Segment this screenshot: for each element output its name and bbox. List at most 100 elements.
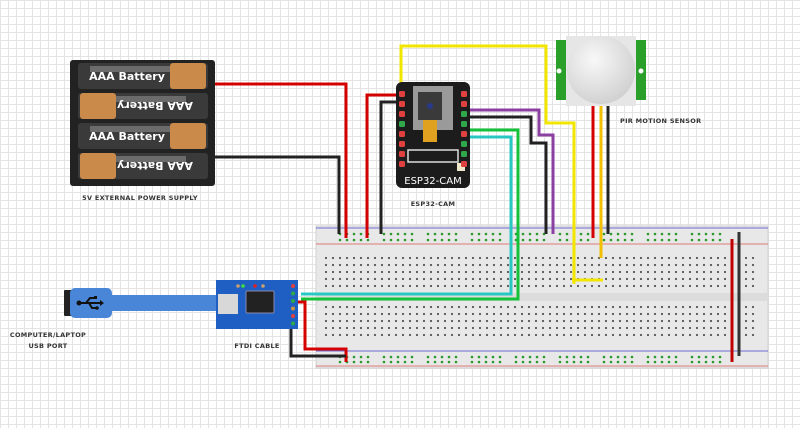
terminal-hole xyxy=(457,256,461,260)
ftdi-header-pin xyxy=(291,299,295,303)
terminal-hole xyxy=(744,319,748,323)
rail-hole xyxy=(382,355,386,359)
terminal-hole xyxy=(709,305,713,309)
terminal-hole xyxy=(324,333,328,337)
terminal-hole xyxy=(331,312,335,316)
terminal-hole xyxy=(373,305,377,309)
rail-hole xyxy=(389,238,393,242)
rail-hole xyxy=(704,355,708,359)
terminal-hole xyxy=(555,263,559,267)
rail-hole xyxy=(579,355,583,359)
rail-hole xyxy=(630,232,634,236)
rail-hole xyxy=(521,355,525,359)
terminal-hole xyxy=(709,277,713,281)
rail-hole xyxy=(470,355,474,359)
rail-hole xyxy=(718,238,722,242)
breadboard-holes xyxy=(324,232,755,364)
terminal-hole xyxy=(562,256,566,260)
camera-lens-icon xyxy=(427,103,433,109)
terminal-hole xyxy=(450,256,454,260)
terminal-hole xyxy=(450,333,454,337)
terminal-hole xyxy=(429,277,433,281)
terminal-hole xyxy=(618,319,622,323)
terminal-hole xyxy=(352,277,356,281)
rail-hole xyxy=(454,355,458,359)
terminal-hole xyxy=(555,333,559,337)
esp32-pin-right xyxy=(461,91,467,97)
terminal-hole xyxy=(674,256,678,260)
terminal-hole xyxy=(457,263,461,267)
terminal-hole xyxy=(695,333,699,337)
terminal-hole xyxy=(674,312,678,316)
terminal-hole xyxy=(506,305,510,309)
terminal-hole xyxy=(415,270,419,274)
terminal-hole xyxy=(625,326,629,330)
terminal-hole xyxy=(660,263,664,267)
rail-hole xyxy=(447,355,451,359)
rail-hole xyxy=(389,355,393,359)
usb-label-line2: USB PORT xyxy=(28,342,67,350)
terminal-hole xyxy=(520,270,524,274)
terminal-hole xyxy=(681,263,685,267)
terminal-hole xyxy=(583,256,587,260)
terminal-hole xyxy=(506,270,510,274)
terminal-hole xyxy=(667,277,671,281)
rail-hole xyxy=(542,355,546,359)
rail-hole xyxy=(623,360,627,364)
rail-hole xyxy=(410,355,414,359)
terminal-hole xyxy=(387,256,391,260)
wire-esp32-gnd-right xyxy=(466,115,548,234)
terminal-hole xyxy=(373,263,377,267)
rail-hole xyxy=(521,360,525,364)
terminal-hole xyxy=(324,256,328,260)
terminal-hole xyxy=(548,305,552,309)
terminal-hole xyxy=(716,270,720,274)
terminal-hole xyxy=(359,277,363,281)
esp32-pin-left xyxy=(399,121,405,127)
terminal-hole xyxy=(562,277,566,281)
terminal-hole xyxy=(471,277,475,281)
terminal-hole xyxy=(646,319,650,323)
terminal-hole xyxy=(611,263,615,267)
terminal-hole xyxy=(436,270,440,274)
terminal-hole xyxy=(667,256,671,260)
terminal-hole xyxy=(590,326,594,330)
terminal-hole xyxy=(478,284,482,288)
rail-hole xyxy=(602,238,606,242)
terminal-hole xyxy=(639,270,643,274)
terminal-hole xyxy=(618,326,622,330)
terminal-hole xyxy=(681,326,685,330)
rail-hole xyxy=(660,355,664,359)
rail-hole xyxy=(660,238,664,242)
terminal-hole xyxy=(569,305,573,309)
esp32-cam: ESP32-CAM ESP32-CAM xyxy=(396,82,470,208)
terminal-hole xyxy=(464,284,468,288)
rail-hole xyxy=(697,360,701,364)
terminal-hole xyxy=(457,312,461,316)
terminal-hole xyxy=(506,256,510,260)
terminal-hole xyxy=(520,326,524,330)
terminal-hole xyxy=(499,326,503,330)
esp32-pin-right xyxy=(461,111,467,117)
terminal-hole xyxy=(639,333,643,337)
terminal-hole xyxy=(331,263,335,267)
terminal-hole xyxy=(716,312,720,316)
terminal-hole xyxy=(324,270,328,274)
mount-hole-right xyxy=(638,68,644,74)
terminal-hole xyxy=(541,326,545,330)
rail-hole xyxy=(711,355,715,359)
terminal-hole xyxy=(387,284,391,288)
terminal-hole xyxy=(695,305,699,309)
terminal-hole xyxy=(723,270,727,274)
rail-hole xyxy=(440,360,444,364)
terminal-hole xyxy=(373,312,377,316)
terminal-hole xyxy=(499,333,503,337)
terminal-hole xyxy=(429,263,433,267)
terminal-hole xyxy=(597,284,601,288)
terminal-hole xyxy=(562,284,566,288)
terminal-hole xyxy=(625,333,629,337)
terminal-hole xyxy=(345,270,349,274)
terminal-hole xyxy=(639,284,643,288)
battery-cell: AAA Battery xyxy=(78,93,208,119)
terminal-hole xyxy=(639,312,643,316)
